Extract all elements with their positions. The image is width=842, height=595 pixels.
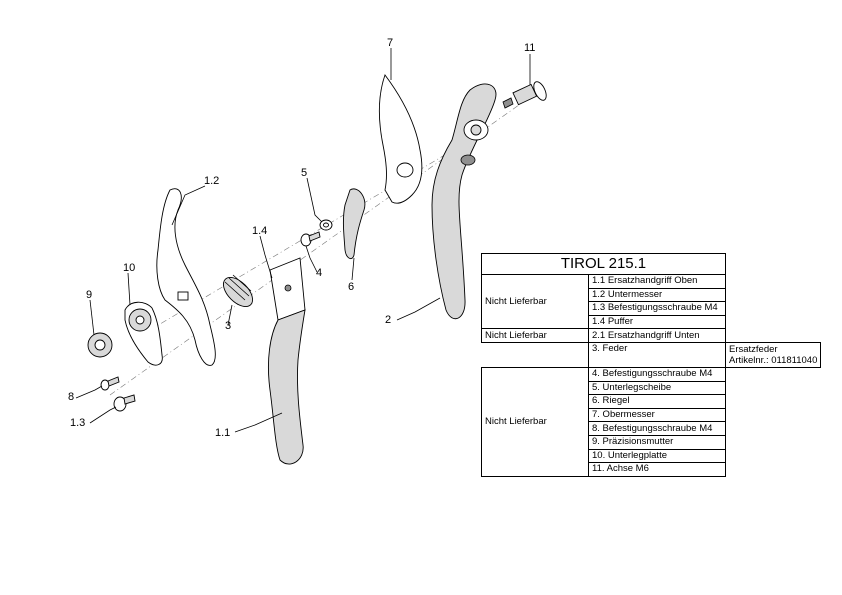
table-row: 2.1 Ersatzhandgriff Unten [588, 328, 726, 343]
part-spring [222, 274, 254, 308]
part-screw-4 [300, 231, 321, 247]
callout-4: 4 [316, 267, 322, 279]
table-row: 1.1 Ersatzhandgriff Oben [588, 274, 726, 289]
parts-table: TIROL 215.1 Nicht Lieferbar 1.1 Ersatzha… [481, 253, 822, 477]
table-row: 3. Feder [588, 341, 726, 368]
callout-9: 9 [86, 289, 92, 301]
callout-5: 5 [301, 167, 307, 179]
part-lower-blade [156, 188, 216, 366]
callout-11: 11 [524, 42, 535, 54]
callout-1-1: 1.1 [215, 427, 230, 439]
availability-cell: Nicht Lieferbar [481, 328, 589, 343]
table-row: 8. Befestigungsschraube M4 [588, 421, 726, 436]
part-latch [342, 188, 366, 260]
part-upper-blade [379, 74, 423, 204]
spring-note: Ersatzfeder Artikelnr.: 011811040 [724, 341, 822, 368]
table-row: 5. Unterlegscheibe [588, 380, 726, 396]
assembly-axis [109, 89, 541, 396]
table-row: 7. Obermesser [588, 407, 726, 423]
part-axle [502, 81, 547, 109]
table-row: 4. Befestigungsschraube M4 [588, 366, 726, 382]
part-precision-nut [87, 332, 113, 358]
callout-1-3: 1.3 [70, 417, 85, 429]
callout-1-2: 1.2 [204, 175, 219, 187]
spring-note-title: Ersatzfeder [729, 343, 778, 355]
part-plate [124, 301, 163, 366]
leader-lines [75, 48, 531, 433]
table-row: 1.3 Befestigungsschraube M4 [588, 301, 726, 316]
callout-8: 8 [68, 391, 74, 403]
callout-10: 10 [123, 262, 135, 274]
table-row: 11. Achse M6 [588, 462, 726, 477]
part-washer [319, 219, 333, 231]
part-screw-13 [113, 394, 136, 412]
part-screw-8 [100, 376, 120, 391]
table-title: TIROL 215.1 [481, 253, 726, 275]
table-row: 1.2 Untermesser [588, 287, 726, 303]
part-lower-handle [431, 83, 497, 320]
part-upper-handle [268, 257, 306, 465]
table-row: 1.4 Puffer [588, 314, 726, 330]
callout-1-4: 1.4 [252, 225, 267, 237]
callout-7: 7 [387, 37, 393, 49]
callout-3: 3 [225, 320, 231, 332]
table-row: 6. Riegel [588, 394, 726, 409]
table-row: 10. Unterlegplatte [588, 448, 726, 464]
availability-cell: Nicht Lieferbar [481, 366, 589, 477]
availability-cell: Nicht Lieferbar [481, 273, 589, 330]
spring-note-article: Artikelnr.: 011811040 [729, 354, 818, 366]
callout-2: 2 [385, 314, 391, 326]
callout-6: 6 [348, 281, 354, 293]
assembly-axis-2 [149, 139, 471, 331]
table-row: 9. Präzisionsmutter [588, 434, 726, 450]
